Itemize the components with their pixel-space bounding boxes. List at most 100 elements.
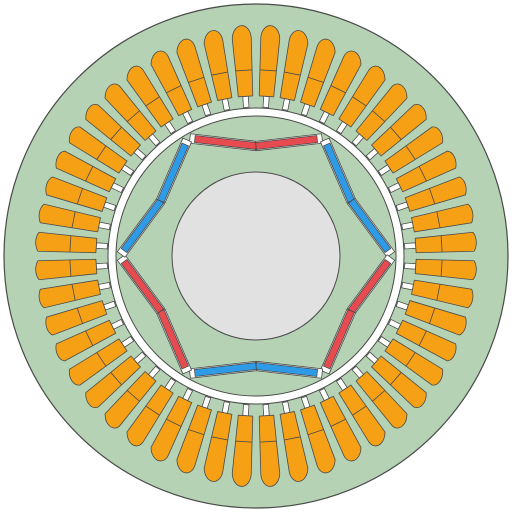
magnet-pole [188, 360, 324, 379]
stator-slot [318, 50, 362, 125]
stator-slot [365, 104, 427, 161]
slot-winding [319, 395, 362, 462]
slot-winding [300, 38, 336, 108]
coil-layer-divider [436, 211, 441, 228]
coil-layer-divider [96, 145, 107, 160]
stator-slot [45, 300, 117, 336]
stator-slot [38, 203, 111, 233]
slot-opening [404, 242, 417, 250]
coil-layer-divider [69, 235, 72, 253]
stator-slot [55, 150, 125, 194]
slot-winding [395, 319, 457, 362]
stator-slot [258, 404, 281, 487]
stator-slot [35, 258, 108, 281]
slot-winding [104, 83, 157, 142]
magnet-north [348, 259, 392, 314]
stator-slot [150, 387, 194, 462]
slot-winding [411, 279, 474, 309]
slot-winding [338, 384, 386, 447]
coil-layer-divider [259, 440, 277, 443]
stator-slot [126, 65, 177, 135]
slot-winding [404, 176, 467, 212]
slot-winding [319, 50, 362, 117]
coil-layer-divider [352, 405, 367, 416]
stator-slot [104, 365, 161, 429]
stator-slot [203, 401, 233, 482]
slot-winding [279, 30, 309, 101]
stator-slot [401, 279, 474, 309]
coil-layer-divider [330, 418, 346, 427]
stator-slot [231, 404, 254, 487]
coil-layer-divider [76, 307, 83, 324]
magnet-pole [116, 137, 192, 258]
magnet-north [157, 309, 189, 370]
stator-slot [126, 377, 177, 447]
coil-layer-divider [405, 352, 416, 367]
coil-layer-divider [390, 372, 402, 386]
slot-opening [95, 262, 108, 270]
slot-winding [203, 30, 233, 101]
slot-winding [231, 414, 254, 487]
stator-slot [176, 395, 212, 474]
slot-winding [355, 370, 408, 429]
coil-layer-divider [71, 284, 76, 301]
stator-slot [85, 104, 147, 161]
stator-slot [351, 83, 408, 147]
coil-layer-divider [211, 436, 228, 441]
slot-winding [38, 203, 101, 233]
slot-winding [370, 355, 427, 408]
slot-winding [338, 65, 386, 128]
slot-winding [38, 279, 101, 309]
coil-layer-divider [440, 259, 443, 277]
coil-layer-divider [372, 390, 386, 402]
slot-winding [55, 319, 117, 362]
stator-slot [365, 351, 427, 408]
slot-winding [68, 126, 128, 174]
magnet-south [255, 362, 318, 377]
slot-winding [85, 104, 142, 157]
stator-slot [377, 126, 444, 177]
slot-winding [258, 25, 281, 98]
coil-layer-divider [166, 418, 182, 427]
stator-slot [404, 231, 477, 254]
magnet-south [120, 198, 164, 253]
slot-winding [384, 126, 444, 174]
coil-layer-divider [418, 166, 427, 182]
slot-winding [176, 38, 212, 108]
coil-layer-divider [110, 126, 122, 140]
coil-layer-divider [69, 259, 72, 277]
slot-winding [231, 25, 254, 98]
stator-slot [38, 279, 111, 309]
magnet-south [194, 362, 257, 377]
slot-winding [85, 355, 142, 408]
stator-slot [35, 231, 108, 254]
slot-winding [370, 104, 427, 157]
coil-layer-divider [71, 211, 76, 228]
coil-layer-divider [307, 76, 324, 83]
slot-winding [45, 176, 108, 212]
slot-winding [45, 300, 108, 336]
magnet-pole [320, 254, 396, 375]
stator-slot [68, 335, 135, 386]
coil-layer-divider [405, 145, 416, 160]
coil-layer-divider [166, 85, 182, 94]
slot-winding [258, 414, 281, 487]
slot-opening [242, 404, 250, 417]
stator-slot [300, 395, 336, 474]
slot-winding [55, 150, 117, 193]
slot-winding [384, 338, 444, 386]
coil-layer-divider [188, 429, 205, 436]
coil-layer-divider [429, 307, 436, 324]
magnet-south [323, 142, 355, 203]
coil-layer-divider [145, 96, 160, 107]
coil-layer-divider [85, 166, 94, 182]
coil-layer-divider [372, 110, 386, 122]
stator-slot [351, 365, 408, 429]
stator-slot [104, 83, 161, 147]
magnet-north [323, 309, 355, 370]
slot-winding [395, 150, 457, 193]
stator-slot [258, 25, 281, 108]
slot-winding [150, 50, 193, 117]
coil-layer-divider [436, 284, 441, 301]
slot-opening [262, 404, 270, 417]
